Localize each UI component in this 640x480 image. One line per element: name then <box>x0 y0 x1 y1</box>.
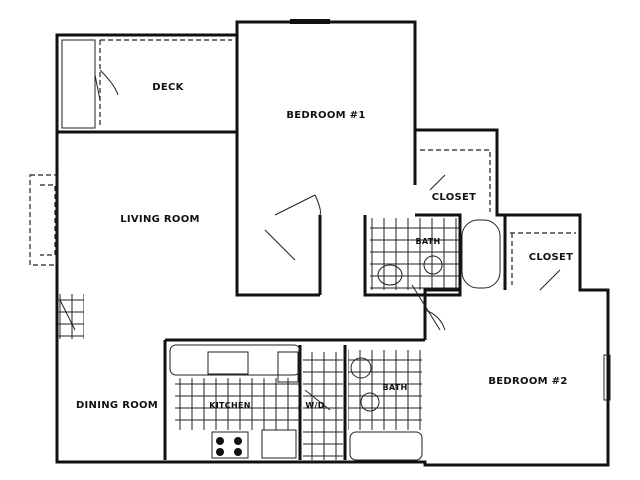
room-label-dining: DINING ROOM <box>76 400 158 411</box>
window <box>290 19 330 24</box>
sink <box>350 357 372 379</box>
room-label-bedroom1: BEDROOM #1 <box>286 110 365 121</box>
refrigerator <box>277 351 299 383</box>
room-label-closet1: CLOSET <box>432 192 477 203</box>
bathtub <box>349 431 423 461</box>
bath1-floor <box>370 218 460 290</box>
room-label-closet2: CLOSET <box>529 252 574 263</box>
entry-tile <box>57 294 84 339</box>
room-label-deck: DECK <box>152 82 184 93</box>
burner <box>234 437 242 445</box>
deck-rail <box>99 39 232 128</box>
room-label-bedroom2: BEDROOM #2 <box>488 376 567 387</box>
bath2-floor <box>348 350 422 430</box>
sink <box>377 264 403 286</box>
deck-post <box>61 39 96 129</box>
bathtub <box>461 219 501 289</box>
fireplace <box>29 174 58 266</box>
stove <box>211 431 249 459</box>
closet-shelf <box>420 149 576 285</box>
interior-walls <box>57 22 507 460</box>
burner <box>216 448 224 456</box>
kitchen-sink <box>207 351 249 375</box>
window <box>603 354 611 401</box>
burner <box>234 448 242 456</box>
dishwasher <box>261 429 297 459</box>
toilet <box>360 392 380 412</box>
laundry-floor <box>303 352 343 460</box>
room-label-living: LIVING ROOM <box>120 214 200 225</box>
room-label-kitchen: KITCHEN <box>209 401 250 410</box>
room-label-bath2: BATH <box>382 383 407 392</box>
kitchen-floor <box>175 378 300 430</box>
toilet <box>423 255 443 275</box>
door-swing <box>59 69 561 411</box>
burner <box>216 437 224 445</box>
counter <box>169 344 301 376</box>
room-label-laundry: W/D <box>305 401 324 410</box>
room-label-bath1: BATH <box>415 237 440 246</box>
